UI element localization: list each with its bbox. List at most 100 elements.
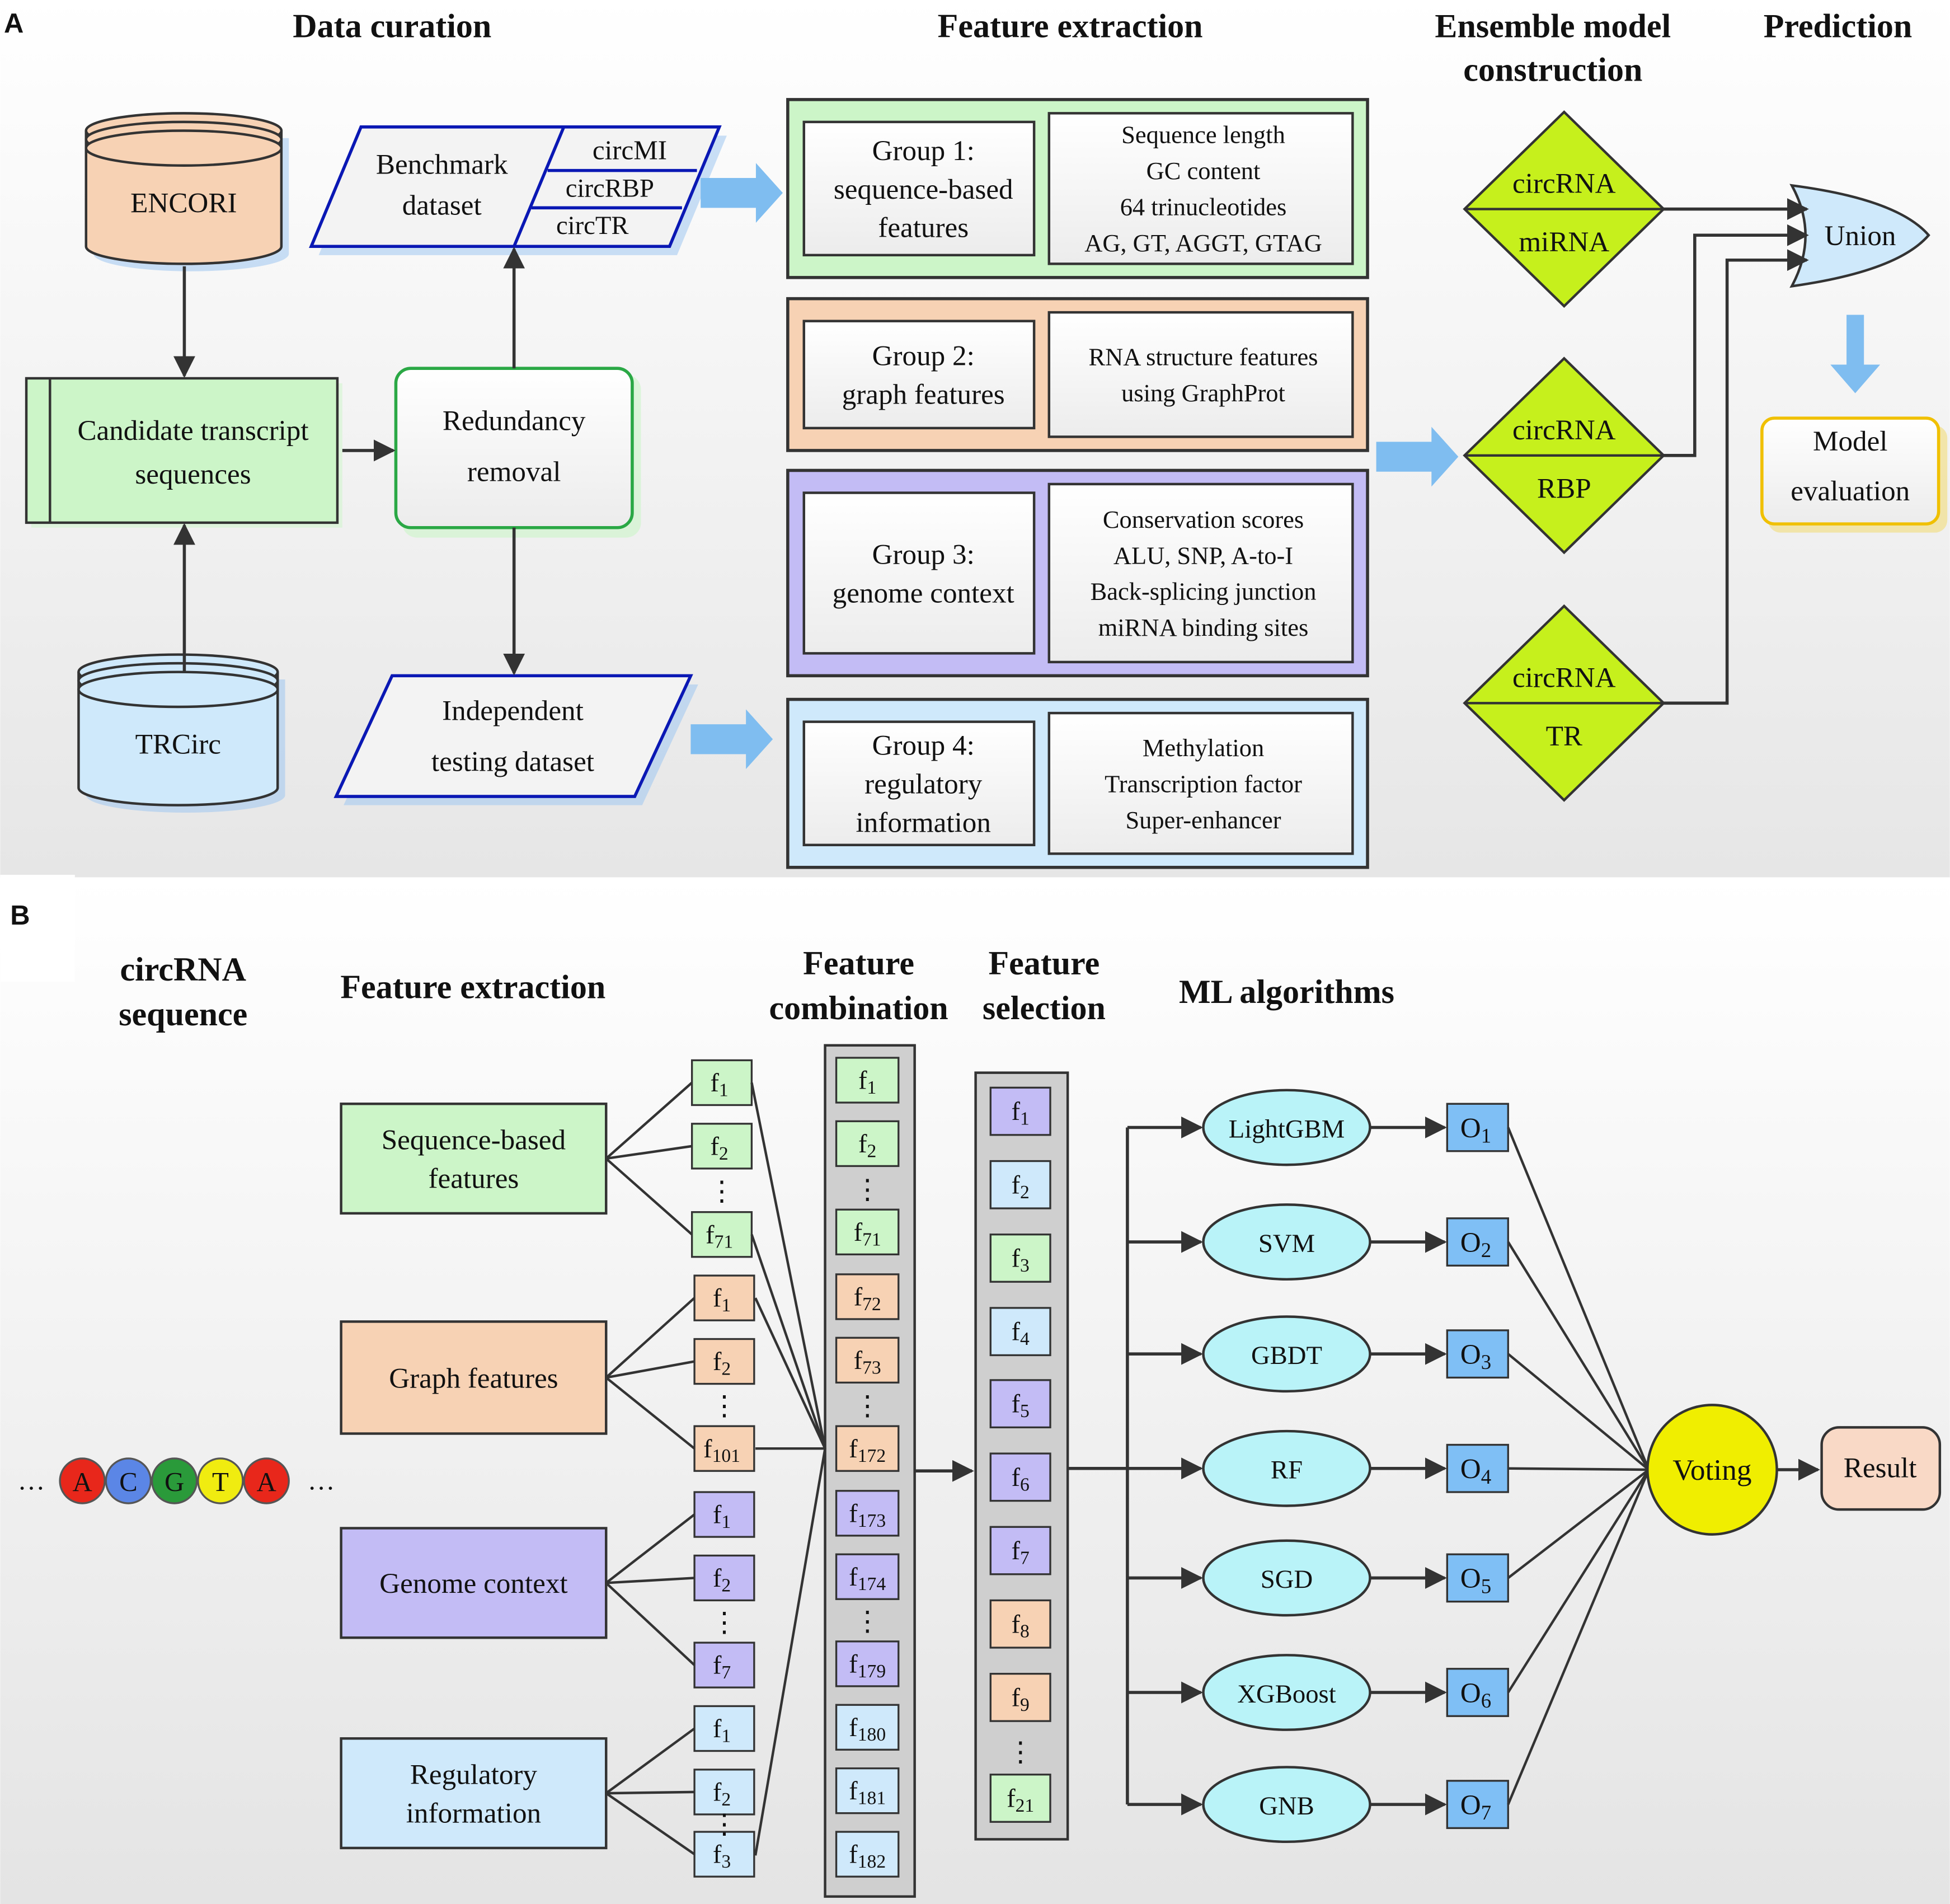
feature-to-combination-link (754, 1297, 826, 1450)
feature-vdots: ⋮ (711, 1390, 738, 1421)
encori-database-ring (84, 129, 283, 167)
model-diamond-2-top-label: circRNA (1512, 414, 1616, 446)
selected-feature-box (989, 1307, 1051, 1357)
benchmark-item-circmi: circMI (593, 135, 667, 166)
big-arrow-union-to-evaluation (1830, 315, 1881, 393)
selected-feature-box (989, 1774, 1051, 1823)
category-feature-link (606, 1577, 695, 1584)
trcirc-database-ring (77, 670, 279, 709)
nucleotide-g (151, 1457, 198, 1504)
category-feature-link (605, 1360, 695, 1379)
feature-box (690, 1123, 753, 1170)
feature-group-2-title-box (802, 320, 1036, 430)
combination-feature-box (835, 1767, 900, 1814)
model-diamond-1-bottom-label: miRNA (1519, 226, 1609, 258)
selected-feature-box (989, 1160, 1051, 1209)
category-label: information (406, 1797, 541, 1829)
feature-group-2-detail: RNA structure features (1089, 343, 1318, 371)
category-feature-link (605, 1145, 692, 1160)
candidate-label: Candidate transcript (77, 415, 308, 447)
category-feature-link (605, 1081, 693, 1160)
feature-to-combination-link (754, 1448, 826, 1856)
feature-group-1-detail: Sequence length (1121, 121, 1285, 149)
feature-label: f2 (710, 1132, 728, 1164)
connector-rbp-to-union (1664, 224, 1809, 457)
output-to-voting-link (1507, 1469, 1650, 1579)
encori-database-label: ENCORI (130, 187, 237, 219)
header-sequence: sequence (119, 996, 247, 1033)
selected-feature-box (989, 1599, 1051, 1649)
combination-feature-box (835, 1640, 900, 1687)
connector-tr-to-union (1664, 249, 1809, 705)
combination-feature-box (835, 1336, 900, 1384)
feature-group-1-detail: AG, GT, AGGT, GTAG (1084, 229, 1322, 257)
combination-vdots: ⋮ (854, 1606, 881, 1636)
nucleotide-label: A (257, 1466, 276, 1497)
algorithm-label: GNB (1259, 1792, 1314, 1821)
combination-feature-box (835, 1057, 900, 1104)
category-label: features (429, 1162, 519, 1194)
sequence-ellipsis-left: … (17, 1465, 45, 1496)
category-box-4 (340, 1737, 608, 1850)
feature-group-1-title: sequence-based (834, 173, 1013, 205)
big-arrow-independent-to-features (690, 709, 773, 770)
feature-group-2-detail: using GraphProt (1121, 379, 1285, 407)
selection-vdots: ⋮ (1007, 1736, 1034, 1767)
feature-group-4-detail: Methylation (1143, 734, 1264, 762)
combination-feature-label: f172 (849, 1434, 886, 1466)
feature-box (693, 1491, 755, 1538)
header-feature-selection-1: Feature (988, 945, 1099, 982)
benchmark-label: dataset (402, 190, 482, 222)
redundancy-label: Redundancy (443, 405, 586, 437)
feature-group-4-detail-box (1047, 711, 1354, 855)
model-diamond-2-bottom-label: RBP (1537, 472, 1591, 504)
combination-feature-box (835, 1208, 900, 1255)
category-label: Sequence-based (382, 1124, 566, 1156)
category-feature-link (605, 1727, 696, 1794)
feature-group-2-title: graph features (842, 379, 1005, 411)
output-box (1446, 1217, 1509, 1267)
nucleotide-c (105, 1457, 152, 1504)
combination-feature-label: f71 (854, 1218, 881, 1250)
feature-vdots: ⋮ (708, 1176, 736, 1207)
feature-box (693, 1274, 755, 1321)
result-label: Result (1844, 1452, 1917, 1484)
selected-feature-box (989, 1379, 1051, 1429)
trcirc-database-label: TRCirc (135, 729, 221, 761)
combination-feature-box (835, 1490, 900, 1537)
combination-feature-box (835, 1120, 900, 1167)
algorithm-label: LightGBM (1229, 1114, 1345, 1143)
model-diamond-3-top-label: circRNA (1512, 662, 1616, 693)
independent-label: Independent (442, 695, 584, 726)
header-circrna: circRNA (120, 951, 246, 988)
category-label: Graph features (389, 1362, 558, 1394)
independent-label: testing dataset (431, 746, 594, 778)
header-data-curation: Data curation (293, 8, 491, 45)
header-construction: construction (1463, 51, 1642, 88)
combination-vdots: ⋮ (854, 1390, 881, 1421)
big-arrow-features-to-models (1376, 426, 1459, 487)
combination-feature-box (835, 1553, 900, 1600)
combination-feature-box (835, 1831, 900, 1878)
panel-b-label-bg (0, 875, 75, 982)
result-box (1820, 1426, 1942, 1511)
output-box (1446, 1103, 1509, 1152)
benchmark-item-circrbp: circRBP (566, 173, 654, 203)
output-box (1446, 1329, 1509, 1379)
feature-group-4-title: regulatory (864, 768, 983, 800)
model-diamond-1-top-label: circRNA (1512, 168, 1616, 200)
nucleotide-a (59, 1457, 106, 1504)
candidate-label: sequences (135, 458, 251, 490)
benchmark-divider (513, 126, 566, 247)
output-to-voting-link (1507, 1469, 1650, 1805)
feature-group-4-detail: Transcription factor (1105, 770, 1302, 798)
redundancy-box (394, 367, 634, 529)
feature-box (693, 1642, 755, 1689)
output-box (1446, 1553, 1509, 1603)
feature-group-1-detail-box (1047, 112, 1354, 265)
feature-vdots: ⋮ (711, 1808, 738, 1839)
feature-group-3-title: genome context (833, 577, 1014, 609)
feature-to-combination-link (750, 1234, 826, 1449)
feature-group-4-title: Group 4: (872, 730, 975, 762)
